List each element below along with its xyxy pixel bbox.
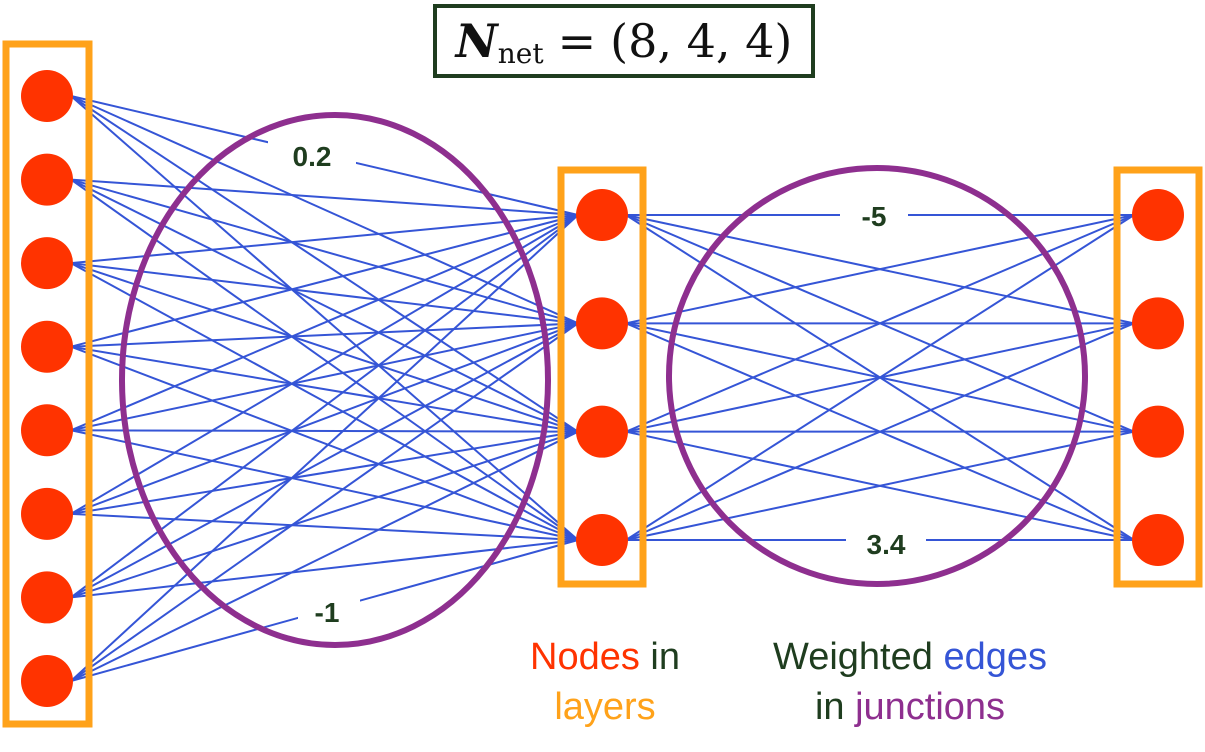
node-layer1-6	[21, 487, 73, 540]
network-title: N net = (8, 4, 4)	[433, 4, 815, 78]
edge-l1-1-4	[70, 95, 579, 541]
edge-l1-4-4	[70, 345, 579, 541]
caption-weighted-edges: Weighted edges in junctions	[730, 632, 1090, 732]
edge-l1-2-2	[70, 178, 579, 325]
edge-l1-2-1	[70, 178, 579, 216]
edge-l1-5-1	[70, 214, 579, 432]
edge-l1-3-1	[70, 214, 579, 265]
caption-edges: edges	[943, 636, 1047, 678]
caption-line-3: Weighted edges	[730, 632, 1090, 682]
edge-l2-3-1	[625, 214, 1135, 433]
caption-line-1: Nodes in	[490, 632, 720, 682]
caption-line-4: in junctions	[730, 682, 1090, 732]
edge-l1-8-3	[70, 430, 579, 682]
edge-l1-5-4	[70, 429, 579, 541]
caption-weighted: Weighted	[773, 636, 933, 678]
edge-l1-8-2	[70, 322, 579, 682]
edge-l1-8-1	[70, 214, 579, 682]
node-layer1-1	[21, 70, 73, 122]
edge-l1-7-4	[70, 539, 579, 599]
title-value: (8, 4, 4)	[610, 14, 793, 68]
edge-l1-1-2	[70, 95, 579, 325]
junction-ellipses	[119, 112, 1088, 648]
caption-nodes: Nodes	[530, 636, 640, 678]
edge-l1-3-4	[70, 262, 579, 541]
edge-l1-2-3	[70, 178, 579, 433]
edge-l1-3-3	[70, 262, 579, 433]
edge-l1-6-4	[70, 512, 579, 541]
node-layer2-4	[576, 514, 628, 566]
node-layer3-3	[1132, 405, 1184, 458]
layer-boxes	[2, 40, 1203, 728]
weight-label-0.2: 0.2	[293, 141, 332, 172]
node-layer1-2	[21, 153, 73, 206]
weight-label-neg1: -1	[315, 597, 340, 628]
node-layer1-4	[21, 320, 73, 373]
caption-line-2: layers	[490, 682, 720, 732]
weight-label-neg5: -5	[862, 201, 887, 232]
node-layer1-5	[21, 404, 73, 457]
weighted-edges	[70, 95, 1135, 682]
layer-box-output	[1113, 166, 1203, 588]
node-layer1-3	[21, 237, 73, 290]
edge-l1-4-1	[70, 214, 579, 348]
edge-l1-7-1	[70, 214, 579, 599]
weight-label-3.4: 3.4	[867, 529, 906, 560]
edge-l1-6-2	[70, 322, 579, 515]
node-layer2-2	[576, 297, 628, 350]
node-layer2-3	[576, 405, 628, 458]
nodes	[21, 70, 1184, 707]
node-layer3-2	[1132, 297, 1184, 350]
caption-junctions: junctions	[855, 686, 1006, 728]
edge-l1-6-1	[70, 214, 579, 515]
edge-l1-1-3	[70, 95, 579, 433]
caption-in-2: in	[814, 686, 845, 728]
title-equals: =	[557, 14, 597, 68]
edge-l1-3-2	[70, 262, 579, 325]
caption-layers: layers	[554, 686, 656, 728]
caption-in: in	[650, 636, 680, 678]
junction-ellipse-2	[666, 165, 1088, 587]
edge-l1-7-2	[70, 322, 579, 599]
node-layer3-4	[1132, 514, 1184, 566]
layer-box-input	[2, 40, 93, 728]
layer-box-hidden	[557, 166, 647, 588]
edge-l2-2-1	[625, 214, 1135, 325]
junction-ellipse-1	[119, 112, 551, 648]
edge-l1-6-3	[70, 430, 579, 515]
edge-l1-4-2	[70, 322, 579, 348]
node-layer3-1	[1132, 189, 1184, 241]
caption-nodes-in-layers: Nodes in layers	[490, 632, 720, 732]
node-layer1-8	[21, 655, 73, 707]
title-symbol: N	[455, 14, 498, 68]
title-subscript: net	[497, 36, 544, 70]
node-layer1-7	[21, 571, 73, 624]
edge-l1-5-2	[70, 322, 579, 432]
edge-l1-5-3	[70, 429, 579, 433]
node-layer2-1	[576, 189, 628, 241]
edge-l2-4-1	[625, 214, 1135, 541]
edge-l1-4-3	[70, 345, 579, 433]
weight-labels: 0.2 -1 -5 3.4	[268, 136, 926, 632]
edge-l2-4-3	[625, 430, 1135, 541]
edge-l1-7-3	[70, 430, 579, 599]
